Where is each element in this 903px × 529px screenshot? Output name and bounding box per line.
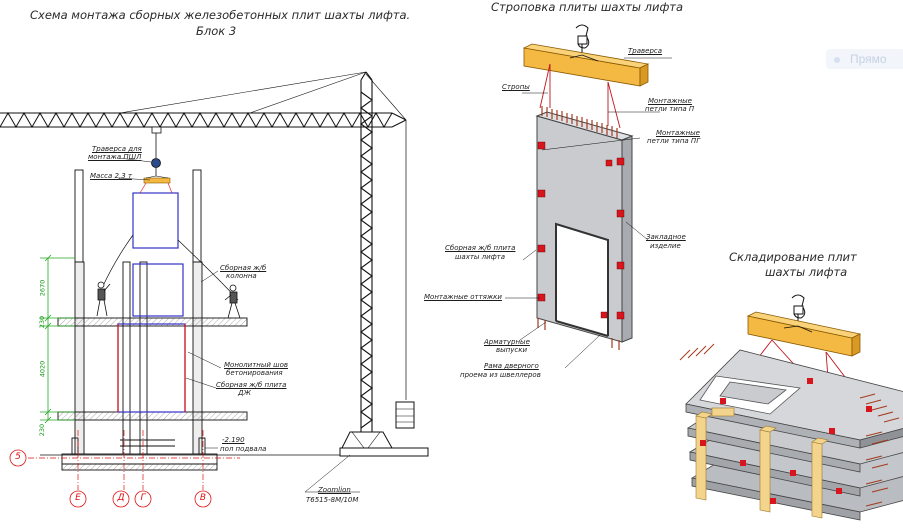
dot-icon — [834, 56, 840, 63]
tower-crane — [0, 71, 429, 457]
crane-hook — [151, 126, 162, 176]
axis-lines — [28, 430, 240, 490]
label-level-text: пол подвала — [220, 445, 267, 453]
label-loops-pg-line2: петли типа ПГ — [647, 137, 701, 145]
label-loops-pg-line1: Монтажные — [656, 129, 700, 137]
middle-hook — [575, 24, 590, 55]
worker-right — [224, 284, 241, 319]
label-mass: Масса 2,3 т — [90, 172, 132, 180]
dim-2670: 2670 — [38, 279, 47, 297]
middle-embedded-parts — [537, 141, 625, 320]
axis-label-D: Д — [117, 493, 125, 503]
axis-label-E: Е — [75, 493, 81, 503]
middle-plate-rig — [505, 24, 672, 369]
crane-mast — [119, 71, 429, 457]
label-crane-model-line2: T6515-8M/10M — [306, 496, 359, 504]
axis-bubbles — [9, 449, 212, 508]
label-mid-traverse: Траверса — [628, 47, 663, 55]
axis-label-5: 5 — [15, 452, 21, 462]
label-rebar-line1: Арматурные — [484, 338, 530, 346]
label-loops-p-line2: петли типа П — [645, 105, 695, 113]
middle-title: Строповка плиты шахты лифта — [491, 0, 684, 14]
axis-label-G: Г — [140, 493, 146, 503]
right-hook — [791, 294, 806, 326]
overlay-pill[interactable]: Прямо — [826, 49, 903, 69]
left-leaders — [117, 157, 360, 493]
dimension-chain — [40, 254, 75, 424]
dim-230-bottom: 230 — [38, 423, 47, 437]
right-subtitle: шахты лифта — [765, 265, 848, 279]
label-slab-line2: ДЖ — [238, 389, 252, 397]
label-loops-p-line1: Монтажные — [648, 97, 692, 105]
axis-label-V: В — [199, 493, 207, 503]
middle-plate — [535, 111, 634, 343]
label-slab-line1: Сборная ж/б плита — [216, 381, 287, 389]
middle-slings — [539, 63, 621, 129]
dim-4020: 4020 — [38, 360, 47, 378]
label-embedded-line2: изделие — [650, 242, 681, 250]
right-traverse — [746, 311, 862, 357]
left-subtitle: Блок 3 — [196, 24, 237, 38]
label-column-line1: Сборная ж/б — [220, 264, 267, 272]
label-rebar-line2: выпуски — [496, 346, 527, 354]
building-frame — [40, 169, 340, 471]
label-traverse-line2: монтажа ПШЛ — [88, 153, 142, 161]
left-traverse — [139, 175, 173, 194]
workers — [96, 281, 241, 319]
dim-230-top: 230 — [38, 315, 47, 329]
left-title: Схема монтажа сборных железобетонных пли… — [30, 8, 411, 22]
label-embedded-line1: Закладное — [646, 233, 686, 241]
worker-left — [96, 281, 111, 317]
label-frame-line1: Рама дверного — [484, 362, 539, 370]
right-storage — [679, 294, 903, 521]
label-braces: Монтажные оттяжки — [424, 293, 502, 301]
label-traverse-line1: Траверса для — [92, 145, 142, 153]
crane-jib — [0, 111, 407, 129]
label-plate-line1: Сборная ж/б плита — [445, 244, 516, 252]
label-column-line2: колонна — [226, 272, 257, 280]
label-plate-line2: шахты лифта — [455, 253, 506, 261]
right-rebar — [679, 343, 900, 507]
label-crane-model-line1: Zoomlion — [318, 486, 351, 494]
middle-traverse — [522, 43, 650, 87]
timbers — [695, 407, 829, 519]
middle-leaders — [505, 57, 672, 369]
label-mono-line1: Монолитный шов — [224, 361, 288, 369]
label-level-value: -2.190 — [222, 436, 245, 444]
label-mono-line2: бетонирования — [226, 369, 283, 377]
right-title: Складирование плит — [729, 250, 857, 264]
tag-lines — [101, 234, 239, 301]
middle-rebar-top — [537, 106, 620, 350]
shaft-plates — [117, 192, 186, 413]
label-frame-line2: проема из швеллеров — [460, 371, 541, 379]
label-mid-slings: Стропы — [502, 83, 530, 91]
overlay-label: Прямо — [850, 52, 887, 66]
right-embedded — [700, 378, 872, 504]
